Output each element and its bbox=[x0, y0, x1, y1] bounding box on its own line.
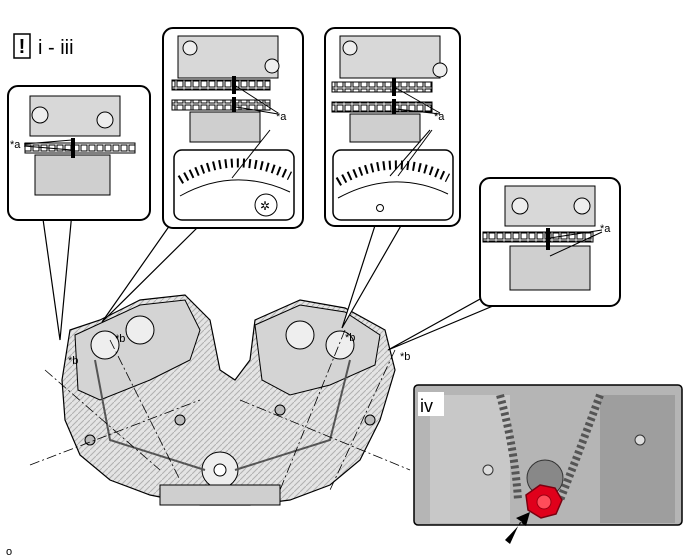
crankshaft-center bbox=[213, 463, 227, 477]
centerline bbox=[44, 369, 161, 471]
small-bolt bbox=[482, 464, 494, 476]
corner-mark: o bbox=[6, 546, 12, 558]
mark-b-label: *b bbox=[68, 355, 78, 367]
crank-hole bbox=[376, 204, 384, 212]
step-range-label: i - iii bbox=[38, 37, 74, 59]
timing-mark bbox=[546, 228, 550, 250]
callout-leader-3 bbox=[341, 209, 412, 329]
leader-line bbox=[549, 231, 603, 257]
oil-pan bbox=[159, 484, 281, 506]
small-bolt bbox=[174, 414, 186, 426]
camshaft-housing bbox=[339, 35, 441, 79]
left-bank-head bbox=[74, 299, 201, 401]
timing-mark bbox=[232, 97, 236, 115]
engine-side-panel bbox=[600, 395, 675, 523]
leader-line bbox=[23, 145, 73, 151]
leader-line bbox=[235, 106, 279, 115]
small-bolt bbox=[634, 434, 646, 446]
mark-b-label: *b bbox=[345, 332, 355, 344]
crank-sprocket-arc bbox=[177, 158, 293, 184]
header: ! i - iii bbox=[13, 33, 74, 59]
leader-line bbox=[395, 108, 441, 115]
leader-line bbox=[231, 129, 271, 179]
timing-mark bbox=[71, 138, 75, 158]
star-icon: ✲ bbox=[260, 199, 270, 213]
timing-chain-right bbox=[234, 359, 351, 471]
mark-a-label: *a bbox=[276, 111, 287, 123]
timing-mark bbox=[232, 76, 236, 94]
sprocket-left-2 bbox=[125, 315, 155, 345]
chain-guide bbox=[556, 393, 604, 502]
mount-bolt bbox=[96, 111, 114, 129]
step-iv-inset: iv bbox=[413, 384, 683, 544]
mount-bolt bbox=[31, 106, 49, 124]
timing-chain-upper bbox=[331, 81, 433, 93]
timing-chain bbox=[24, 142, 136, 154]
mount-bolt bbox=[264, 58, 280, 74]
centerline bbox=[109, 339, 181, 481]
leader-line bbox=[389, 129, 431, 177]
crank-inset-frame bbox=[332, 149, 454, 221]
chain-guide bbox=[496, 393, 522, 501]
engine-illustration bbox=[29, 294, 411, 506]
callout-leader-1 bbox=[41, 211, 73, 341]
centerline bbox=[329, 349, 396, 491]
sprocket-right-2 bbox=[325, 330, 355, 360]
crank-sprocket-arc bbox=[335, 160, 451, 186]
leader-line bbox=[549, 229, 603, 239]
timing-chain-lower bbox=[171, 99, 271, 111]
small-bolt bbox=[84, 434, 96, 446]
mount-bolt bbox=[573, 197, 591, 215]
crank-bolt bbox=[254, 193, 278, 217]
leader-line bbox=[395, 87, 441, 114]
leader-line bbox=[23, 139, 73, 145]
mount-bolt bbox=[432, 62, 448, 78]
timing-chain-lower bbox=[331, 101, 433, 113]
callout-detail-2: *a ✲ bbox=[162, 27, 304, 229]
small-bolt bbox=[364, 414, 376, 426]
crank-sprocket-rim bbox=[179, 179, 291, 197]
step-iv-label: iv bbox=[420, 396, 433, 416]
mount-bolt bbox=[342, 40, 358, 56]
mount-bolt bbox=[511, 197, 529, 215]
black-arrow-icon bbox=[505, 512, 530, 544]
callout-detail-1: *a bbox=[7, 85, 151, 221]
engine-front-cover bbox=[430, 395, 510, 523]
mark-b-label: *b bbox=[400, 351, 410, 363]
callout-detail-4: *a bbox=[479, 177, 621, 307]
crank-sprocket-rim bbox=[337, 181, 449, 199]
sprocket-body bbox=[34, 154, 111, 196]
leader-line bbox=[235, 85, 279, 114]
step-iv-label-bg bbox=[418, 392, 444, 416]
mount-bolt bbox=[182, 40, 198, 56]
timing-chain-upper bbox=[171, 79, 271, 91]
sprocket-body bbox=[349, 113, 421, 143]
caution-mark: ! bbox=[19, 36, 26, 58]
sprocket-body bbox=[509, 245, 591, 291]
leader-line bbox=[397, 129, 433, 177]
mark-b-label: *b bbox=[115, 333, 125, 345]
timing-chain-left bbox=[94, 359, 206, 471]
right-bank-head bbox=[254, 304, 381, 396]
crank-bolt-head bbox=[536, 494, 552, 510]
mark-a-label: *a bbox=[600, 223, 611, 235]
centerline bbox=[279, 329, 346, 491]
mark-a-label: *a bbox=[434, 111, 445, 123]
centerline bbox=[239, 399, 411, 471]
sprocket-body bbox=[189, 111, 261, 143]
caution-box-icon bbox=[13, 33, 31, 59]
mark-a-label: *a bbox=[10, 139, 21, 151]
timing-chain bbox=[482, 231, 594, 243]
timing-mark bbox=[392, 78, 396, 96]
sprocket-right-1 bbox=[285, 320, 315, 350]
timing-mark bbox=[392, 99, 396, 117]
callout-detail-3: *a bbox=[324, 27, 461, 227]
small-bolt bbox=[274, 404, 286, 416]
centerline bbox=[29, 399, 201, 466]
sprocket-left-1 bbox=[90, 330, 120, 360]
